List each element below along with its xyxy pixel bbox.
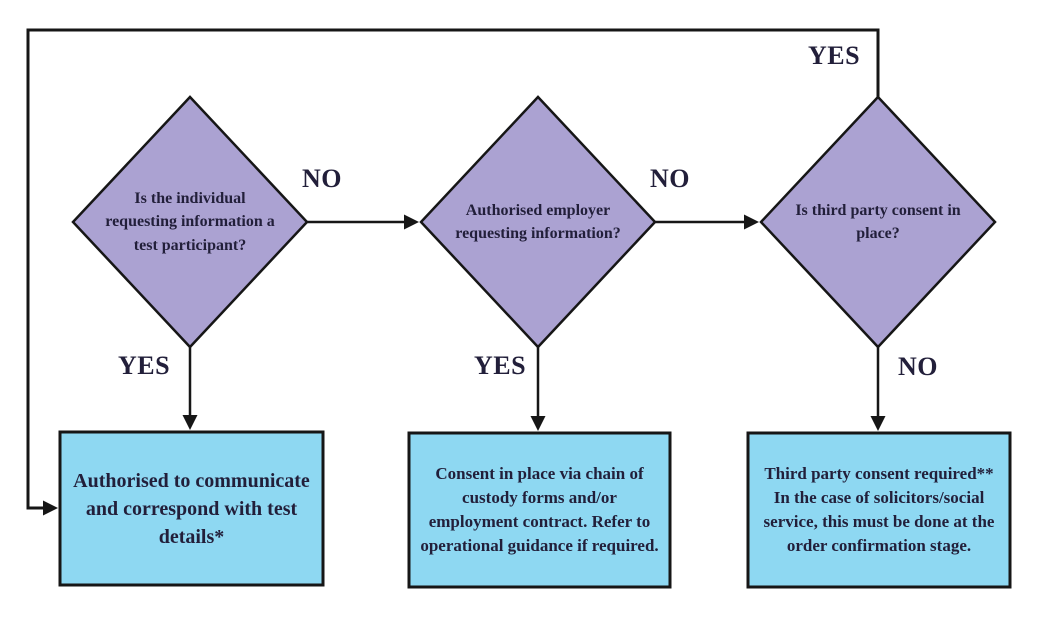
connector-decision1-decision2-arrowhead-icon: [404, 214, 419, 230]
decision-diamond-2: [419, 95, 657, 349]
edge-label-decision1-yes: YES: [117, 351, 171, 380]
outcome-box-2: [407, 431, 672, 589]
decision-diamond-1: [71, 95, 309, 349]
edge-label-decision3-yes: YES: [807, 41, 861, 70]
connector-decision1-outcome1-arrowhead-icon: [182, 415, 198, 430]
connector-decision3-outcome3-arrowhead-icon: [870, 416, 886, 431]
edge-label-decision2-yes: YES: [473, 351, 527, 380]
decision-1-text: Is the individual requesting information…: [105, 190, 275, 254]
outcome-2-text: Consent in place via chain of custody fo…: [420, 464, 659, 555]
decision-3-text: Is third party consent in place?: [795, 201, 961, 242]
yes-feedback-arrowhead-icon: [43, 500, 58, 516]
edge-label-decision1-no: NO: [302, 164, 342, 193]
decision-2-text: Authorised employer requesting informati…: [455, 201, 621, 242]
decision-diamond-3: [759, 95, 997, 349]
outcome-3-text: Third party consent required** In the ca…: [763, 464, 995, 555]
edge-label-decision2-no: NO: [650, 164, 690, 193]
connector-decision2-outcome2-arrowhead-icon: [530, 416, 546, 431]
yes-feedback-connector: [26, 28, 880, 510]
outcome-1-text: Authorised to communicate and correspond…: [73, 469, 310, 548]
edge-label-decision3-no: NO: [898, 352, 938, 381]
connector-decision2-decision3-arrowhead-icon: [744, 214, 759, 230]
outcome-box-3: [746, 431, 1012, 589]
outcome-box-1: [58, 430, 325, 587]
